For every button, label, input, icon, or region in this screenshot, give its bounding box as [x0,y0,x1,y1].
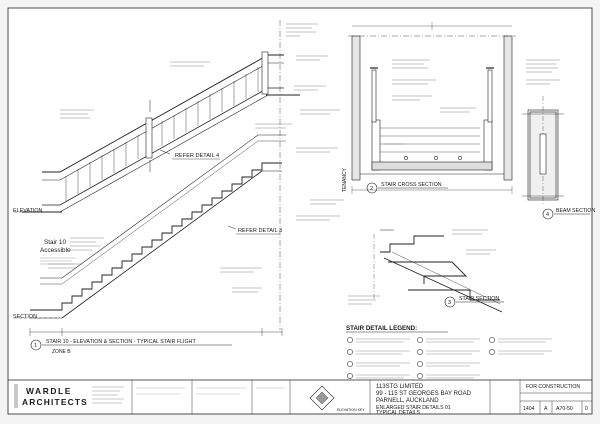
svg-text:STAIR 10 - ELEVATION & SECTION: STAIR 10 - ELEVATION & SECTION - TYPICAL… [46,339,196,345]
stair-detail-legend: STAIR DETAIL LEGEND: [346,325,552,379]
elevation-annotation-notes [48,23,344,293]
svg-text:ZONE B: ZONE B [52,349,71,355]
level-datums [14,211,60,319]
svg-text:1404: 1404 [523,406,535,412]
cross-section-notes [384,59,476,145]
svg-text:A70-50: A70-50 [556,406,573,412]
elevation-key: ELEVATION KEY [309,380,371,414]
svg-text:TENANCY: TENANCY [342,167,348,192]
svg-text:REFER DETAIL 3: REFER DETAIL 3 [238,228,282,234]
beam-section-notes [526,59,560,85]
beam-section-detail [522,96,564,206]
left-view-labels: ELEVATION SECTION Stair 10 Accessible [13,208,76,320]
svg-text:1: 1 [34,343,37,349]
svg-text:STAIR CROSS SECTION: STAIR CROSS SECTION [381,182,442,188]
svg-text:ARCHITECTS: ARCHITECTS [22,397,88,407]
svg-text:Stair 10: Stair 10 [44,239,66,246]
svg-text:113STG LIMITED: 113STG LIMITED [376,384,424,390]
stair-cross-section-detail [348,22,516,194]
svg-text:REFER DETAIL 4: REFER DETAIL 4 [175,153,219,159]
svg-text:BEAM SECTION: BEAM SECTION [556,208,595,214]
svg-text:A: A [544,406,548,412]
tenancy-label: TENANCY [342,167,348,192]
firm-logo: WARDLE ARCHITECTS [14,384,88,408]
stair-elevation-detail [14,20,300,336]
title-block: WARDLE ARCHITECTS ELEVATION KEY [8,379,592,416]
stair-section-notes [348,229,496,305]
refer-detail-3-callout: REFER DETAIL 3 [227,225,282,235]
svg-text:0: 0 [585,406,588,412]
stair-dimension [29,328,283,336]
svg-text:ELEVATION KEY: ELEVATION KEY [337,408,365,412]
svg-text:STAIR DETAIL LEGEND:: STAIR DETAIL LEGEND: [346,325,417,332]
svg-text:99 - 115 ST GEORGES BAY ROAD: 99 - 115 ST GEORGES BAY ROAD [376,391,472,397]
consultant-blocks [131,380,291,414]
section-stair-flight [30,134,286,319]
svg-text:Accessible: Accessible [40,247,71,254]
svg-text:3: 3 [448,300,451,306]
svg-text:4: 4 [546,212,549,218]
svg-text:TYPICAL DETAILS: TYPICAL DETAILS [376,410,421,416]
svg-text:WARDLE: WARDLE [26,386,72,396]
svg-text:PARNELL, AUCKLAND: PARNELL, AUCKLAND [376,398,439,404]
view-title-beam-section: 4 BEAM SECTION [542,208,595,220]
view-title-stair-section: 3 STAIR SECTION [444,296,504,308]
firm-contact-details [92,386,124,404]
stair-section-detail [373,229,503,313]
svg-text:SECTION: SECTION [13,314,37,320]
drawing-status-block: FOR CONSTRUCTION 1404 A A70-50 0 [520,384,592,414]
svg-text:STAIR SECTION: STAIR SECTION [459,296,499,302]
project-info: 113STG LIMITED 99 - 115 ST GEORGES BAY R… [376,380,521,416]
elevation-balustrade [22,51,300,213]
view-title-stair-elevation: 1 STAIR 10 - ELEVATION & SECTION - TYPIC… [30,339,232,355]
svg-text:2: 2 [370,186,373,192]
refer-detail-4-callout: REFER DETAIL 4 [159,149,220,160]
sheet-border [7,7,593,415]
view-title-stair-cross-section: 2 STAIR CROSS SECTION [366,182,448,194]
svg-text:ELEVATION: ELEVATION [13,208,43,214]
svg-text:FOR CONSTRUCTION: FOR CONSTRUCTION [526,384,580,390]
svg-text:ENLARGED STAIR DETAILS 01: ENLARGED STAIR DETAILS 01 [376,405,451,411]
